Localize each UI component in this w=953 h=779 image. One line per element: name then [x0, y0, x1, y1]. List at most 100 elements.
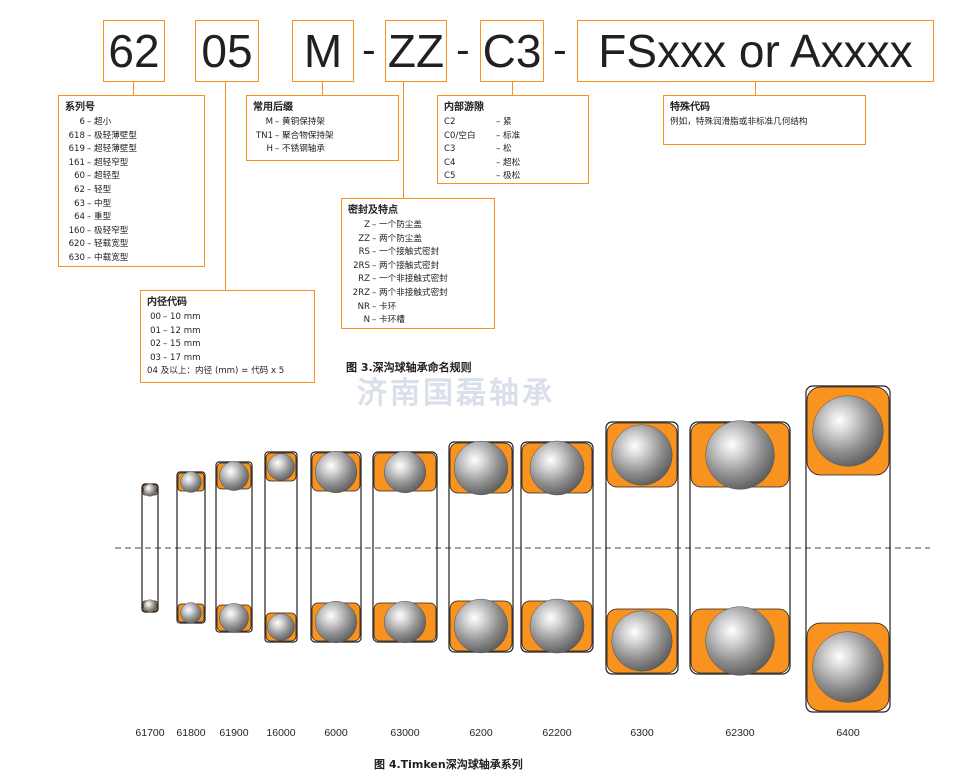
row-code: 00 — [150, 312, 161, 322]
row-code: 2RS — [353, 260, 370, 271]
seal-box-row: N– 卡环槽 — [348, 314, 488, 328]
clearance-box-row: C3– 松 — [444, 143, 582, 157]
ball — [180, 602, 202, 624]
ball — [611, 424, 673, 486]
bearing-2: 61800 — [176, 471, 206, 739]
series-box-row: 62– 轻型 — [65, 184, 198, 198]
series-box-row: 630– 中载宽型 — [65, 252, 198, 266]
row-description: – 超轻型 — [87, 171, 120, 182]
row-description: – 中载宽型 — [87, 252, 129, 263]
special-box-title: 特殊代码 — [670, 102, 710, 113]
row-code: 03 — [150, 352, 161, 363]
ball — [453, 440, 509, 496]
series-box-row: 6– 超小 — [65, 116, 198, 130]
row-description: – 17 mm — [163, 352, 201, 363]
connector-line — [755, 81, 757, 95]
ball — [705, 606, 775, 676]
bore-note: 04 及以上：内径 (mm) = 代码 x 5 — [147, 366, 285, 377]
connector-line — [403, 81, 405, 198]
row-description: – 两个接触式密封 — [372, 260, 440, 271]
row-description: – 中型 — [87, 198, 112, 209]
seal-box-row: RZ– 一个非接触式密封 — [348, 273, 488, 287]
series-box-row: 64– 重型 — [65, 211, 198, 225]
figure-3-caption: 图 3.深沟球轴承命名规则 — [346, 361, 472, 374]
row-description: – 聚合物保持架 — [275, 130, 334, 141]
suffix-box-row: TN1– 聚合物保持架 — [253, 130, 392, 144]
bore-box-row: 01– 12 mm — [147, 325, 308, 339]
row-code: NR — [357, 301, 370, 312]
ball — [812, 395, 884, 467]
ball — [453, 598, 509, 654]
series-box-row: 60– 超轻型 — [65, 170, 198, 184]
row-code: 618 — [68, 130, 85, 141]
bearing-9: 6300 — [605, 421, 679, 739]
ball — [267, 453, 295, 481]
series-box-row: 63– 中型 — [65, 198, 198, 212]
row-code: RZ — [358, 274, 370, 285]
clearance-box-row: C5– 极松 — [444, 170, 582, 184]
code-part-seal: ZZ — [385, 20, 447, 82]
series-box-row: 161– 超轻窄型 — [65, 157, 198, 171]
connector-line — [322, 81, 324, 95]
ball — [314, 450, 358, 494]
row-description: – 轻型 — [87, 184, 112, 195]
row-code: 160 — [68, 225, 85, 236]
code-part-special: FSxxx or Axxxx — [577, 20, 934, 82]
row-description: – 紧 — [496, 117, 512, 127]
row-description: – 重型 — [87, 212, 112, 223]
clearance-box-row: C0/空白– 标准 — [444, 130, 582, 144]
bore-box-row: 02– 15 mm — [147, 338, 308, 352]
seal-box-row: NR– 卡环 — [348, 301, 488, 315]
code-part-clearance: C3 — [480, 20, 544, 82]
code-part-suffix: M — [292, 20, 354, 82]
row-code: M — [265, 117, 273, 127]
row-code: Z — [364, 220, 370, 230]
row-description: – 极轻窄型 — [87, 225, 129, 236]
row-code: 63 — [74, 198, 85, 209]
bearing-label: 63000 — [390, 727, 419, 739]
code-part-bore: 05 — [195, 20, 259, 82]
row-description: – 标准 — [496, 130, 521, 141]
row-description: – 极轻薄壁型 — [87, 130, 137, 141]
bearing-label: 6200 — [469, 727, 493, 739]
row-description: – 两个防尘盖 — [372, 233, 422, 244]
seal-box-row: ZZ– 两个防尘盖 — [348, 233, 488, 247]
row-code: C2 — [444, 117, 456, 127]
ball — [529, 598, 585, 654]
row-code: C3 — [444, 144, 456, 155]
row-code: 60 — [74, 171, 85, 182]
bearing-label: 6400 — [836, 727, 860, 739]
special-box-text: 例如，特殊润滑脂或非标准几何结构 — [670, 117, 808, 127]
row-description: – 10 mm — [163, 312, 201, 322]
row-description: – 一个防尘盖 — [372, 220, 422, 230]
bearing-label: 61700 — [135, 727, 164, 739]
seal-box-row: 2RZ– 两个非接触式密封 — [348, 287, 488, 301]
row-description: – 一个接触式密封 — [372, 247, 440, 258]
bearing-outline — [605, 421, 679, 675]
series-box-title: 系列号 — [65, 102, 95, 113]
ball — [611, 610, 673, 672]
row-code: 161 — [68, 157, 85, 168]
bearing-10: 62300 — [689, 420, 791, 739]
row-code: 64 — [74, 212, 85, 223]
code-dash: - — [553, 28, 567, 72]
bore-box-row: 00– 10 mm — [147, 311, 308, 325]
bearing-7: 6200 — [448, 440, 514, 739]
figure-4-caption: 图 4.Timken深沟球轴承系列 — [374, 758, 523, 771]
series-box-row: 620– 轻载宽型 — [65, 238, 198, 252]
bore-box-title: 内径代码 — [147, 297, 187, 308]
row-code: ZZ — [358, 233, 370, 244]
row-code: 630 — [68, 252, 85, 263]
ball — [705, 420, 775, 490]
row-description: – 15 mm — [163, 339, 201, 350]
code-dash: - — [456, 28, 470, 72]
bearing-label: 6300 — [630, 727, 654, 739]
suffix-box-row: M– 黄铜保持架 — [253, 116, 392, 130]
row-description: – 超轻窄型 — [87, 157, 129, 168]
ball — [143, 483, 157, 497]
row-code: H — [266, 144, 273, 155]
connector-line — [225, 81, 227, 290]
